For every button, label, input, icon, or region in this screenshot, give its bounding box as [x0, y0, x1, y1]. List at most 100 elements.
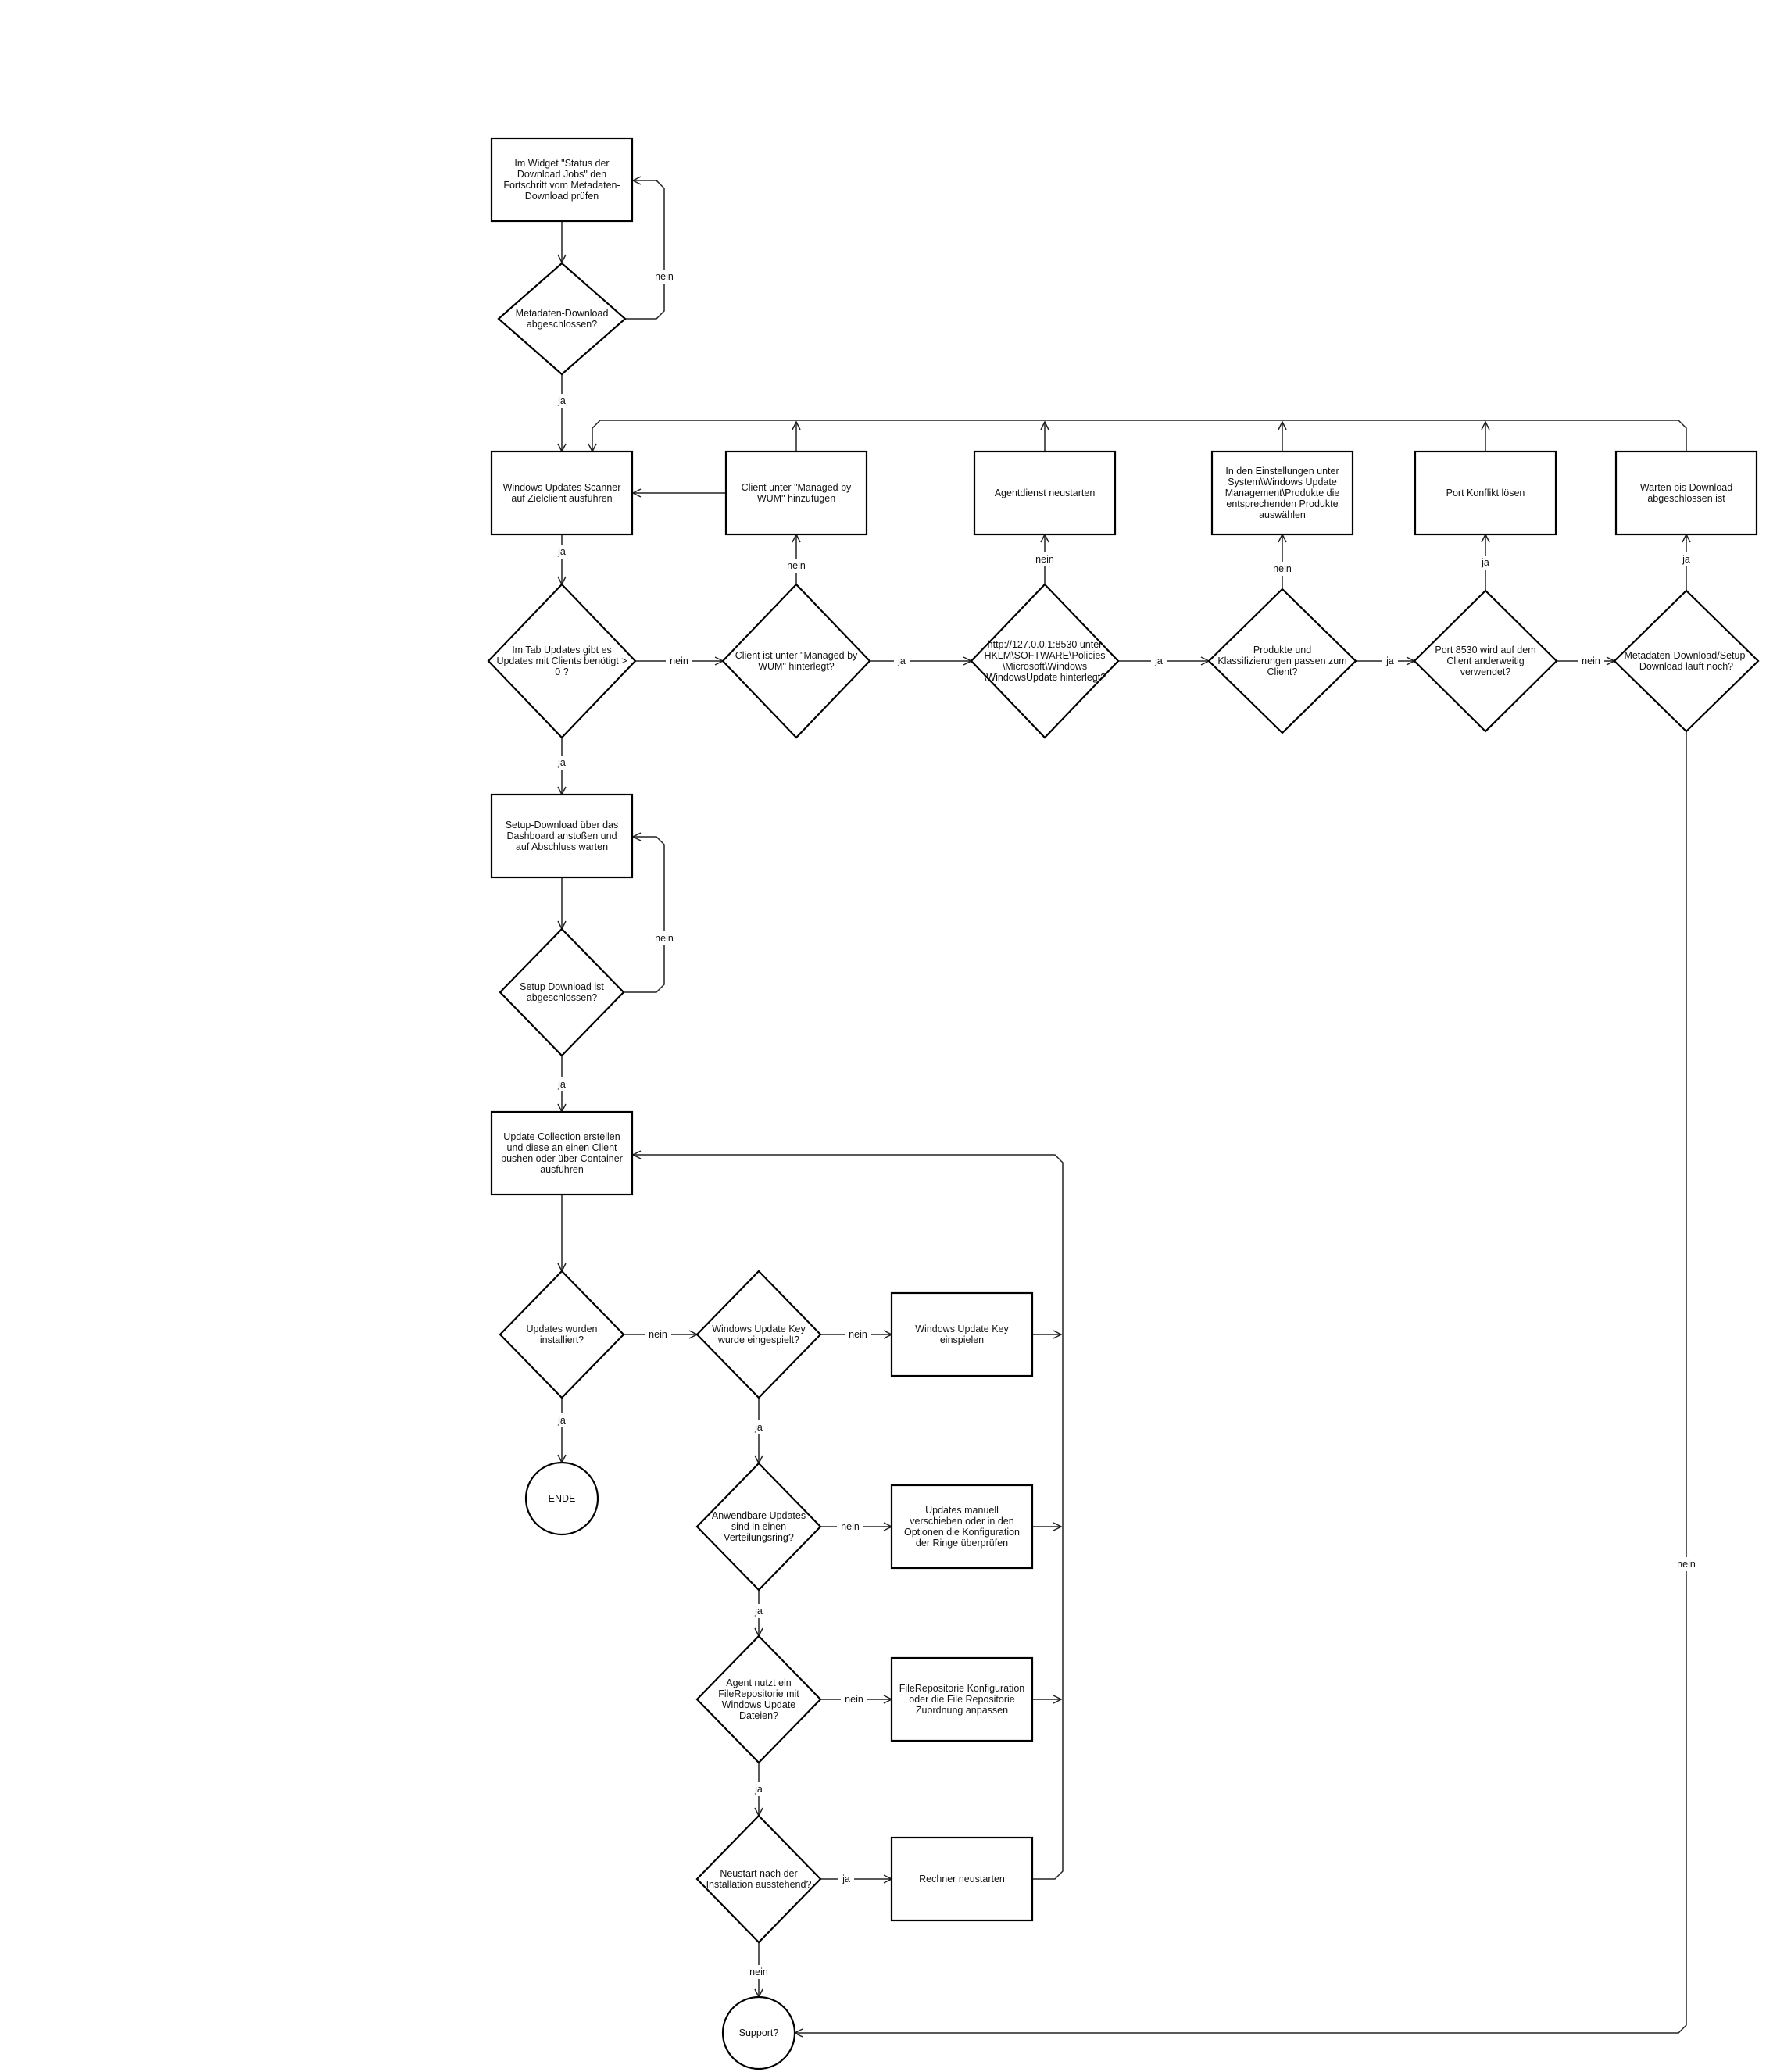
edge-label-text: nein	[1582, 656, 1600, 666]
node-text-line: Client unter "Managed by	[742, 482, 852, 493]
node-text-line: ausführen	[540, 1164, 584, 1175]
node-text-line: Warten bis Download	[1640, 482, 1732, 493]
edge-label-background	[1678, 552, 1694, 566]
process-box	[1614, 450, 1758, 536]
edge-label-repo-no: nein	[841, 1692, 867, 1706]
connector-e2	[625, 180, 665, 320]
edge-label-background	[651, 931, 677, 945]
process-box	[973, 450, 1117, 536]
connector-back_bottom	[633, 1155, 1064, 1880]
node-text-line: Metadaten-Download	[516, 308, 609, 319]
edge-label-registry-no: nein	[1031, 552, 1058, 566]
node-text-line: und diese an einen Client	[506, 1142, 617, 1153]
decision-diamond	[487, 583, 637, 739]
edge-label-text: ja	[557, 757, 566, 768]
edge-label-key-yes: ja	[751, 1420, 767, 1434]
node-text-line: Rechner neustarten	[919, 1874, 1005, 1884]
edge-label-setup-yes: ja	[554, 1077, 570, 1091]
edge-label-text: ja	[1682, 554, 1690, 565]
node-text-line: Installation ausstehend?	[706, 1879, 812, 1890]
edge-label-text: nein	[749, 1967, 768, 1977]
edge-label-wum-no: nein	[783, 559, 810, 573]
node-text-line: wurde eingespielt?	[717, 1334, 799, 1345]
edge-label-background	[783, 559, 810, 573]
edge-label-setup-no: nein	[651, 931, 677, 945]
n-restart-pc: Rechner neustarten	[890, 1836, 1034, 1922]
edge-label-text: nein	[1273, 563, 1292, 574]
process-box	[490, 1110, 634, 1196]
node-text-line: auswählen	[1259, 509, 1306, 520]
node-text-line: auf Zielclient ausführen	[511, 493, 612, 504]
edge-label-background	[651, 270, 677, 284]
edge-label-restart-yes: ja	[838, 1872, 854, 1886]
edge-label-background	[554, 545, 570, 559]
edge-label-ring-yes: ja	[751, 1604, 767, 1618]
edge-label-key-no: nein	[845, 1327, 871, 1341]
edge-label-text: nein	[849, 1329, 867, 1340]
node-text-line: abgeschlossen?	[527, 319, 597, 330]
edge-label-wum-yes: ja	[894, 654, 910, 668]
edge-label-background	[841, 1692, 867, 1706]
edge-label-registry-yes: ja	[1151, 654, 1167, 668]
node-text-line: Optionen die Konfiguration	[904, 1527, 1020, 1538]
node-text-line: Client anderweitig	[1446, 656, 1524, 666]
edge-label-background	[845, 1327, 871, 1341]
n-restart-agent: Agentdienst neustarten	[973, 450, 1117, 536]
node-text-line: Windows Update	[722, 1699, 796, 1710]
edge-label-background	[751, 1420, 767, 1434]
edge-label-updates-yes: ja	[554, 756, 570, 770]
node-text-line: sind in einen	[731, 1521, 786, 1532]
edge-label-installed-no: nein	[645, 1327, 671, 1341]
node-text-line: FileRepositorie Konfiguration	[899, 1683, 1025, 1694]
node-text-line: verwendet?	[1460, 666, 1511, 677]
edge-label-background	[1673, 1557, 1700, 1571]
edge-label-background	[894, 654, 910, 668]
process-box	[1210, 450, 1354, 536]
node-text-line: installiert?	[540, 1334, 584, 1345]
node-text-line: oder die File Repositorie	[909, 1694, 1015, 1705]
process-box	[890, 1836, 1034, 1922]
edge-label-metadata-no: nein	[651, 270, 677, 284]
node-text-line: der Ringe überprüfen	[916, 1538, 1008, 1549]
edge-label-text: nein	[649, 1329, 667, 1340]
node-text-line: Produkte und	[1253, 645, 1311, 656]
decision-diamond	[695, 1270, 822, 1399]
process-box	[490, 450, 634, 536]
node-text-line: Port 8530 wird auf dem	[1435, 645, 1535, 656]
node-text-line: Neustart nach der	[720, 1868, 797, 1879]
decision-diamond	[695, 1814, 822, 1944]
edge-label-restart-no: nein	[745, 1965, 772, 1979]
node-text-line: Zuordnung anpassen	[916, 1705, 1008, 1716]
edge-label-background	[554, 1413, 570, 1427]
edge-label-text: ja	[897, 656, 906, 666]
node-text-line: \Microsoft\Windows	[1003, 661, 1087, 672]
node-text-line: FileRepositorie mit	[718, 1688, 799, 1699]
edge-label-port-no: nein	[1578, 654, 1604, 668]
process-box	[1414, 450, 1557, 536]
edge-label-background	[554, 1077, 570, 1091]
process-box	[890, 1291, 1034, 1377]
edge-label-text: ja	[1481, 557, 1489, 568]
edge-label-installed-yes: ja	[554, 1413, 570, 1427]
node-text-line: Download Jobs" den	[517, 169, 606, 180]
edge-label-text: ja	[557, 1415, 566, 1426]
edge-label-text: ja	[842, 1874, 850, 1884]
c-end: ENDE	[524, 1461, 599, 1536]
n-select-products: In den Einstellungen unterSystem\Windows…	[1210, 450, 1354, 536]
edge-label-background	[1578, 654, 1604, 668]
edge-label-text: nein	[841, 1521, 860, 1532]
d-download-running: Metadaten-Download/Setup-Download läuft …	[1613, 589, 1760, 733]
node-text-line: WUM" hinzufügen	[757, 493, 835, 504]
